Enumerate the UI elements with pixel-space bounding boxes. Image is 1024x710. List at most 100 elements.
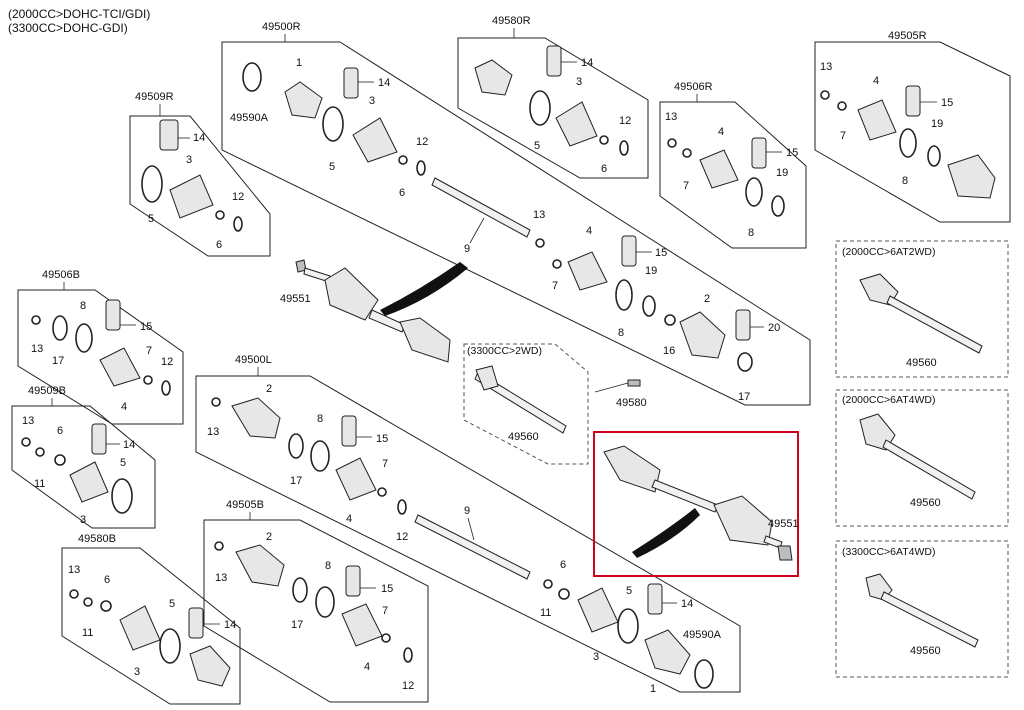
clamp-5[interactable] — [111, 478, 133, 514]
group-49505B[interactable]: 49505B 13 2 17 8 15 4 7 12 — [203, 499, 429, 703]
housing-assy[interactable] — [947, 154, 996, 199]
bolt-49580[interactable] — [627, 379, 641, 387]
joint-1[interactable] — [474, 59, 513, 96]
grease-15[interactable] — [751, 137, 767, 169]
ring-13[interactable] — [214, 541, 224, 551]
variant-3300-2wd[interactable]: (3300CC>2WD) 49560 49580 — [463, 343, 647, 465]
clamp-12[interactable] — [233, 216, 243, 232]
joint-2[interactable] — [679, 311, 726, 359]
seal-49590A[interactable] — [242, 62, 262, 92]
ring-11[interactable] — [543, 579, 553, 589]
shaft-9[interactable] — [431, 177, 531, 238]
intermediate-shaft-49560[interactable] — [880, 591, 979, 648]
seal-49590A[interactable] — [694, 659, 714, 689]
variant-3300-6at4wd[interactable]: (3300CC>6AT4WD) 49560 — [835, 540, 1009, 678]
grease-14[interactable] — [343, 67, 359, 99]
group-49509B[interactable]: 49509B 13 11 6 14 3 5 — [11, 385, 156, 529]
variant-2000-6at2wd[interactable]: (2000CC>6AT2WD) 49560 — [835, 240, 1009, 378]
axle-assembly-left-highlight[interactable]: 49551 — [593, 431, 799, 577]
seal-17[interactable] — [737, 352, 753, 372]
ring-13[interactable] — [69, 589, 79, 599]
clamp-19[interactable] — [642, 295, 656, 317]
group-49506R[interactable]: 49506R 13 7 4 15 8 19 — [659, 81, 807, 249]
joint-2[interactable] — [231, 397, 281, 439]
ring-6[interactable] — [100, 600, 112, 612]
grease-15[interactable] — [341, 415, 357, 447]
intermediate-shaft-49560[interactable] — [474, 371, 567, 434]
ring-6[interactable] — [54, 454, 66, 466]
boot-3[interactable] — [69, 461, 109, 503]
ring-7[interactable] — [143, 375, 153, 385]
joint-1[interactable] — [189, 645, 231, 687]
clamp-5[interactable] — [617, 608, 639, 644]
clamp-12[interactable] — [403, 647, 413, 663]
group-49509R[interactable]: 49509R 14 5 3 6 12 — [129, 91, 271, 257]
group-49506B[interactable]: 49506B 13 17 8 15 4 7 12 — [17, 269, 184, 425]
ring-13[interactable] — [211, 397, 221, 407]
ring-7[interactable] — [381, 633, 391, 643]
ring-13[interactable] — [21, 437, 31, 447]
ring-13[interactable] — [535, 238, 545, 248]
intermediate-shaft-49560[interactable] — [882, 439, 976, 500]
clamp-5[interactable] — [322, 106, 344, 142]
ring-7[interactable] — [837, 101, 847, 111]
ring-13[interactable] — [667, 138, 677, 148]
boot-4[interactable] — [341, 603, 383, 647]
clamp-17[interactable] — [52, 315, 68, 341]
grease-14[interactable] — [546, 45, 562, 77]
clamp-5[interactable] — [141, 165, 163, 203]
boot-3[interactable] — [577, 587, 619, 633]
grease-14[interactable] — [159, 119, 179, 151]
boot-4[interactable] — [567, 251, 608, 291]
ring-6[interactable] — [599, 135, 609, 145]
clamp-12[interactable] — [161, 380, 171, 396]
ring-13[interactable] — [820, 90, 830, 100]
variant-2000-6at4wd[interactable]: (2000CC>6AT4WD) 49560 — [835, 389, 1009, 527]
joint-1[interactable] — [284, 81, 323, 119]
clamp-5[interactable] — [529, 90, 551, 126]
grease-15[interactable] — [105, 299, 121, 331]
grease-15[interactable] — [621, 235, 637, 267]
ring-7[interactable] — [682, 148, 692, 158]
clamp-17[interactable] — [288, 433, 304, 459]
grease-20[interactable] — [735, 309, 751, 341]
boot-3[interactable] — [352, 117, 398, 163]
axle-assembly-right[interactable]: 49551 — [280, 259, 468, 363]
clamp-8[interactable] — [315, 586, 335, 618]
boot-3[interactable] — [555, 101, 598, 147]
group-49580B[interactable]: 49580B 13 11 6 3 5 14 — [61, 533, 241, 705]
grease-15[interactable] — [905, 85, 921, 117]
ring-6[interactable] — [398, 155, 408, 165]
nut-49551[interactable] — [777, 545, 793, 561]
ring-11[interactable] — [35, 447, 45, 457]
ring-6[interactable] — [558, 588, 570, 600]
clamp-19[interactable] — [771, 195, 785, 217]
boot-4[interactable] — [335, 457, 377, 501]
group-49500R[interactable]: 49500R 49590A 1 14 5 3 6 12 9 13 7 4 15 … — [221, 21, 811, 406]
ring-6[interactable] — [215, 210, 225, 220]
grease-14[interactable] — [647, 583, 663, 615]
highlight-frame[interactable] — [593, 431, 799, 577]
joint-1[interactable] — [644, 629, 691, 675]
clamp-17[interactable] — [292, 577, 308, 603]
ring-13[interactable] — [31, 315, 41, 325]
grease-15[interactable] — [345, 565, 361, 597]
ring-7[interactable] — [377, 487, 387, 497]
ring-11[interactable] — [83, 597, 93, 607]
clamp-12[interactable] — [416, 160, 426, 176]
clamp-5[interactable] — [159, 628, 181, 664]
intermediate-shaft-49560[interactable] — [886, 295, 983, 354]
boot-3[interactable] — [169, 174, 214, 219]
clamp-8[interactable] — [310, 440, 330, 472]
joint-2[interactable] — [235, 544, 285, 587]
clamp-12[interactable] — [619, 140, 629, 156]
clamp-8[interactable] — [899, 128, 917, 158]
clamp-8[interactable] — [615, 279, 633, 311]
ring-16[interactable] — [664, 314, 676, 326]
shaft-9[interactable] — [414, 514, 531, 580]
boot-4[interactable] — [857, 99, 897, 141]
boot-3[interactable] — [119, 605, 161, 651]
boot-4[interactable] — [99, 347, 141, 387]
clamp-19[interactable] — [927, 145, 941, 167]
group-49580R[interactable]: 49580R 14 5 3 6 12 — [457, 15, 649, 179]
